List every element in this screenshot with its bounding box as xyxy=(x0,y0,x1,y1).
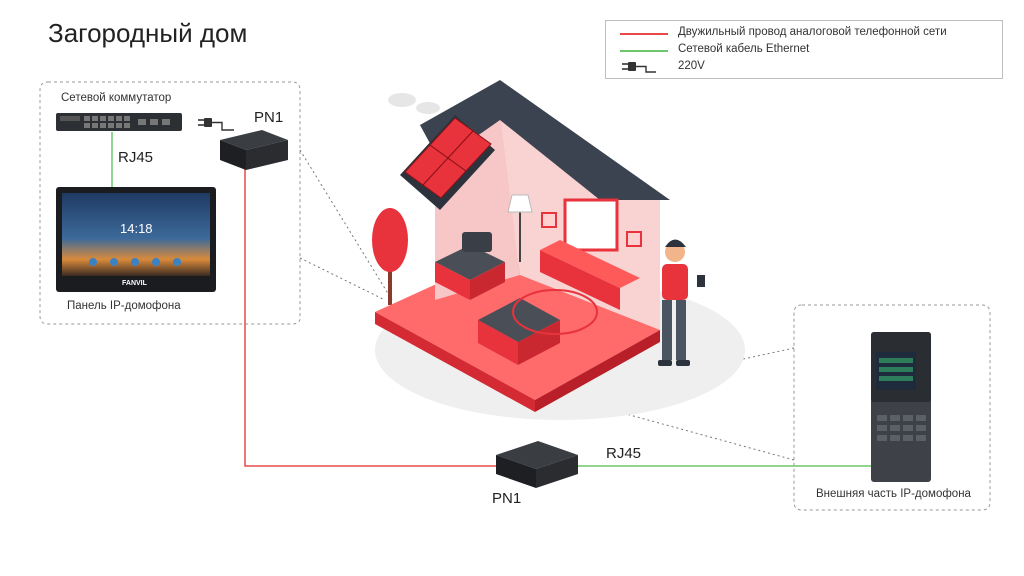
power-plug-icon xyxy=(622,62,656,73)
pn1-adapter-icon xyxy=(220,130,288,170)
power-plug-icon xyxy=(198,118,234,131)
page-title: Загородный дом xyxy=(48,18,248,48)
panel-label: Панель IP-домофона xyxy=(67,300,181,312)
indoor-group-border xyxy=(39,81,301,325)
indoor-panel-icon xyxy=(56,187,216,292)
legend-label-analog: Двужильный провод аналоговой телефонной … xyxy=(678,26,947,38)
screen-brand: FANVIL xyxy=(122,280,147,287)
callout-line xyxy=(299,149,393,301)
pn1-top-label: PN1 xyxy=(254,109,284,126)
outdoor-unit-icon xyxy=(871,332,931,482)
screen-time: 14:18 xyxy=(120,221,153,236)
legend-label-ethernet: Сетевой кабель Ethernet xyxy=(678,43,810,55)
pn1-bottom-label: PN1 xyxy=(492,490,522,507)
switch-label: Сетевой коммутатор xyxy=(61,92,172,104)
rj45-top-label: RJ45 xyxy=(118,149,154,166)
house-illustration xyxy=(372,80,745,420)
analog-wire-swatch xyxy=(620,33,668,35)
network-switch-icon xyxy=(56,113,182,131)
legend-label-power: 220V xyxy=(678,60,705,72)
outdoor-label: Внешняя часть IP-домофона xyxy=(816,488,971,500)
outdoor-group-border xyxy=(793,304,991,511)
legend: Двужильный провод аналоговой телефонной … xyxy=(605,20,1003,79)
rj45-bottom-label: RJ45 xyxy=(606,445,642,462)
callout-line xyxy=(299,257,386,301)
ethernet-swatch xyxy=(620,50,668,52)
pn1-adapter-icon xyxy=(496,441,578,488)
analog-wire xyxy=(244,168,498,467)
